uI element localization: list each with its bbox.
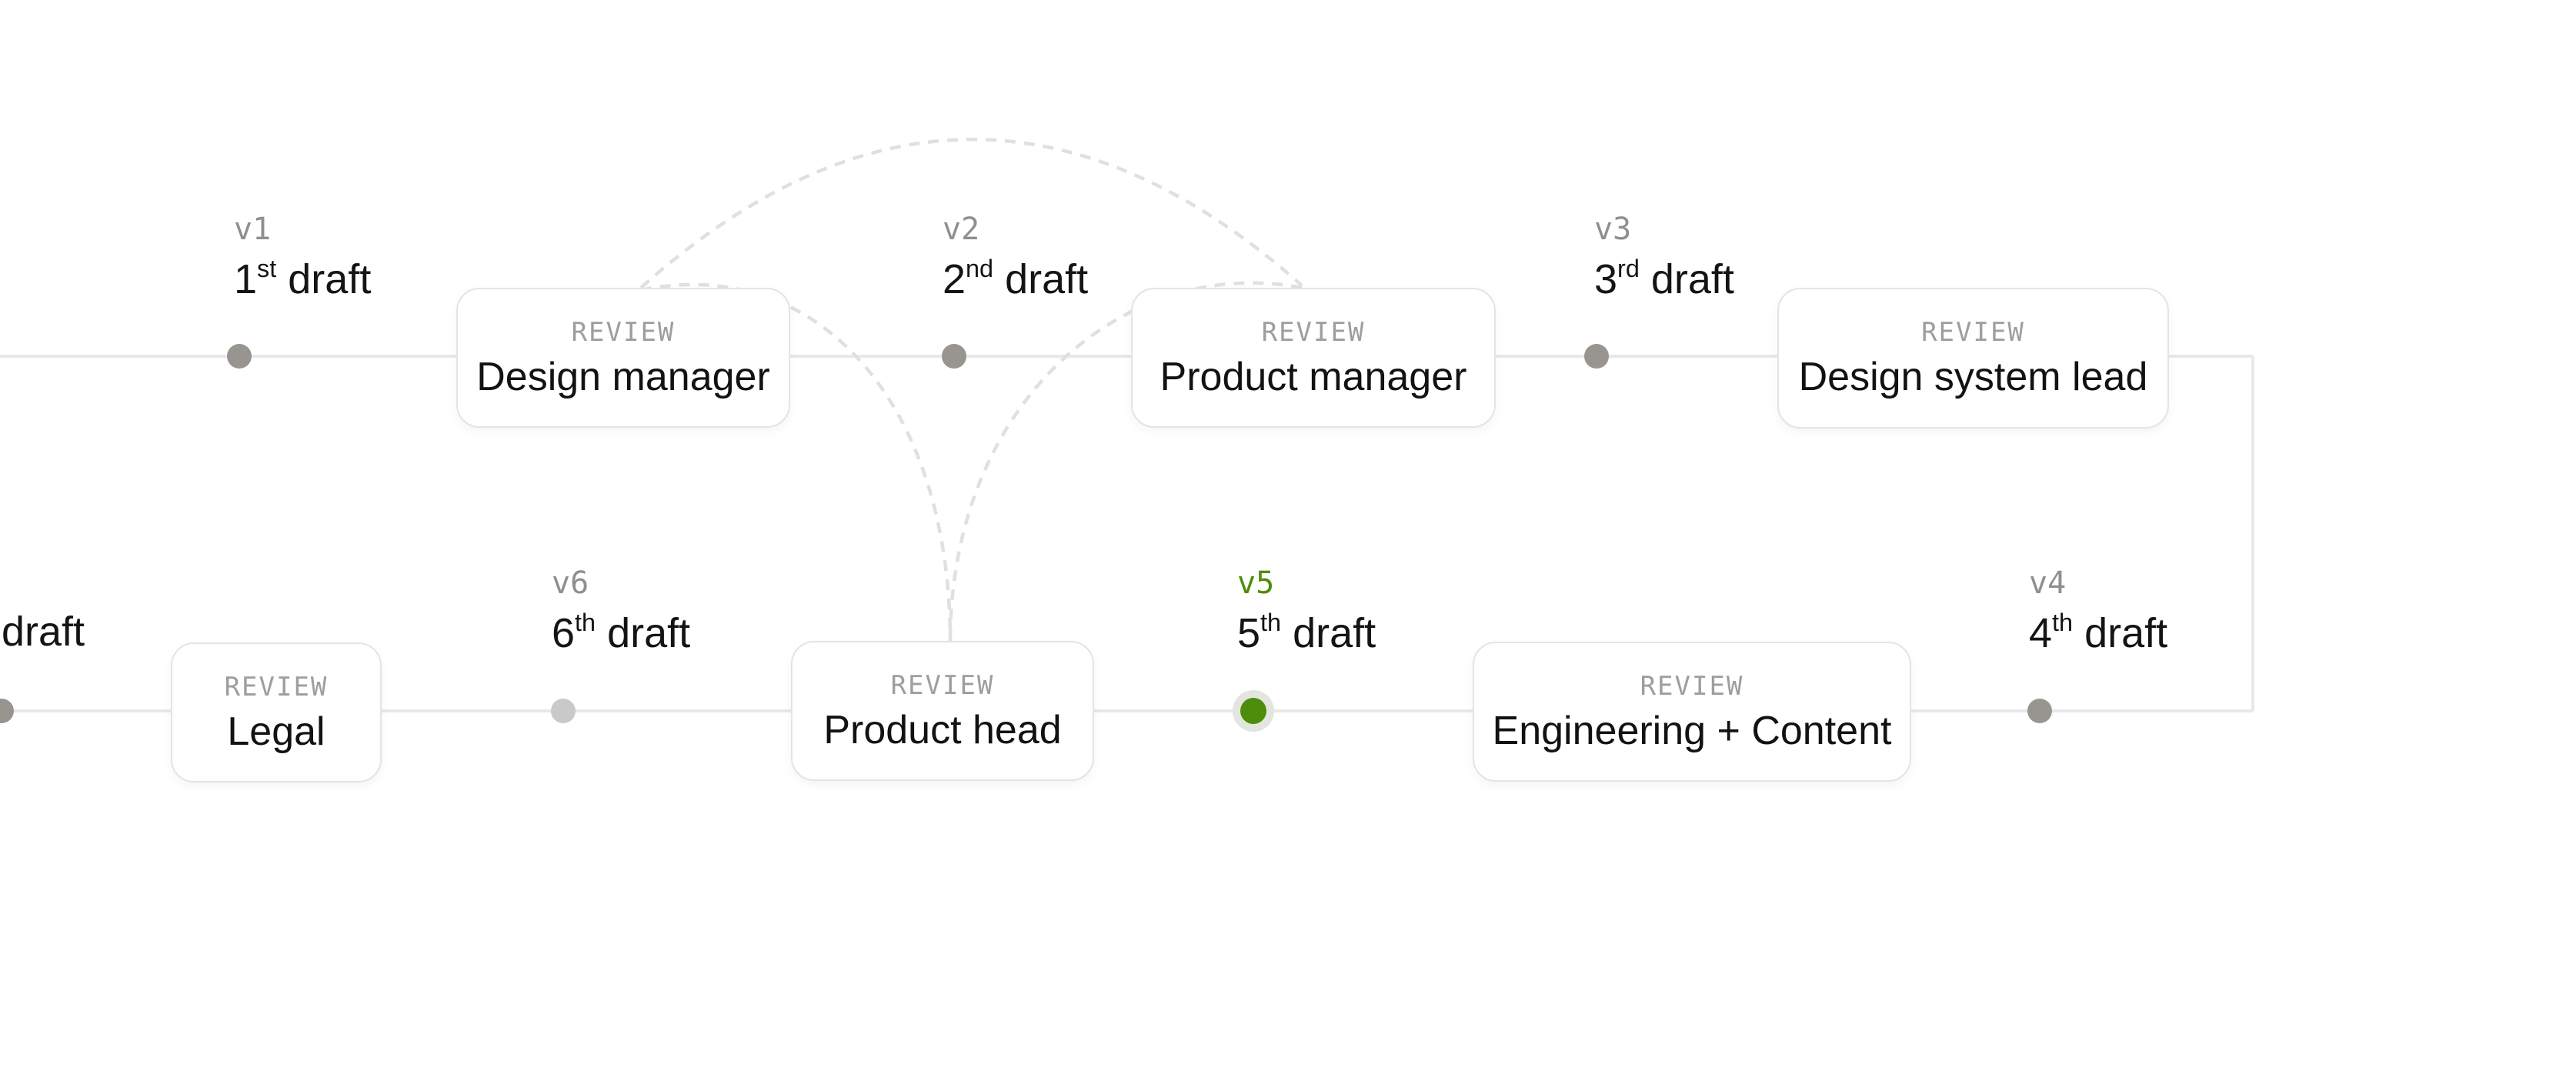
reviewer-name-product-head: Product head <box>823 707 1062 752</box>
review-kicker: REVIEW <box>224 671 329 702</box>
version-block-partial: draft <box>2 609 85 655</box>
milestone-dot-v2 <box>942 344 966 369</box>
milestone-dot-v5-current <box>1240 698 1266 724</box>
version-block-v6: v6 6th draft <box>552 568 690 656</box>
milestone-dot-v6 <box>551 699 576 723</box>
version-label-v6: v6 <box>552 566 589 601</box>
version-block-v3: v3 3rd draft <box>1594 214 1734 302</box>
reviewer-name-legal: Legal <box>227 709 325 754</box>
review-box-product-head: REVIEW Product head <box>791 641 1094 781</box>
review-box-engineering-content: REVIEW Engineering + Content <box>1473 642 1911 782</box>
version-block-v2: v2 2nd draft <box>943 214 1088 302</box>
review-kicker: REVIEW <box>1921 317 2025 348</box>
review-kicker: REVIEW <box>1640 670 1744 702</box>
reviewer-name-product-manager: Product manager <box>1160 354 1467 399</box>
version-block-v5: v5 5th draft <box>1237 568 1376 656</box>
milestone-dot-v1 <box>227 344 252 369</box>
draft-label-v6: 6th draft <box>552 609 691 656</box>
draft-label-v4: 4th draft <box>2029 609 2168 656</box>
draft-label-partial: draft <box>2 609 85 655</box>
draft-label-v5: 5th draft <box>1237 609 1376 656</box>
version-label-v5-current: v5 <box>1237 566 1275 601</box>
review-box-design-manager: REVIEW Design manager <box>456 288 790 428</box>
draft-label-v3: 3rd draft <box>1594 255 1734 302</box>
version-label-v4: v4 <box>2029 566 2067 601</box>
milestone-dot-edge <box>0 699 14 723</box>
version-block-v4: v4 4th draft <box>2029 568 2167 656</box>
milestone-dot-v3 <box>1584 344 1609 369</box>
feedback-arc-design-manager-to-product-head <box>640 282 953 643</box>
reviewer-name-engineering-content: Engineering + Content <box>1492 708 1892 753</box>
draft-label-v2: 2nd draft <box>943 255 1089 302</box>
version-label-v3: v3 <box>1594 212 1632 247</box>
milestone-dot-v4 <box>2027 699 2052 723</box>
feedback-arc-design-manager-to-product-manager <box>639 138 1303 289</box>
review-kicker: REVIEW <box>571 316 676 348</box>
reviewer-name-design-system-lead: Design system lead <box>1798 355 2148 399</box>
version-label-v2: v2 <box>943 212 980 247</box>
review-box-design-system-lead: REVIEW Design system lead <box>1777 288 2169 429</box>
version-label-v1: v1 <box>234 212 272 247</box>
reviewer-name-design-manager: Design manager <box>476 354 770 399</box>
draft-label-v1: 1st draft <box>234 255 372 302</box>
review-box-product-manager: REVIEW Product manager <box>1131 288 1496 428</box>
review-box-legal: REVIEW Legal <box>171 642 382 782</box>
version-block-v1: v1 1st draft <box>234 214 371 302</box>
review-kicker: REVIEW <box>1261 316 1366 348</box>
review-kicker: REVIEW <box>890 669 995 701</box>
